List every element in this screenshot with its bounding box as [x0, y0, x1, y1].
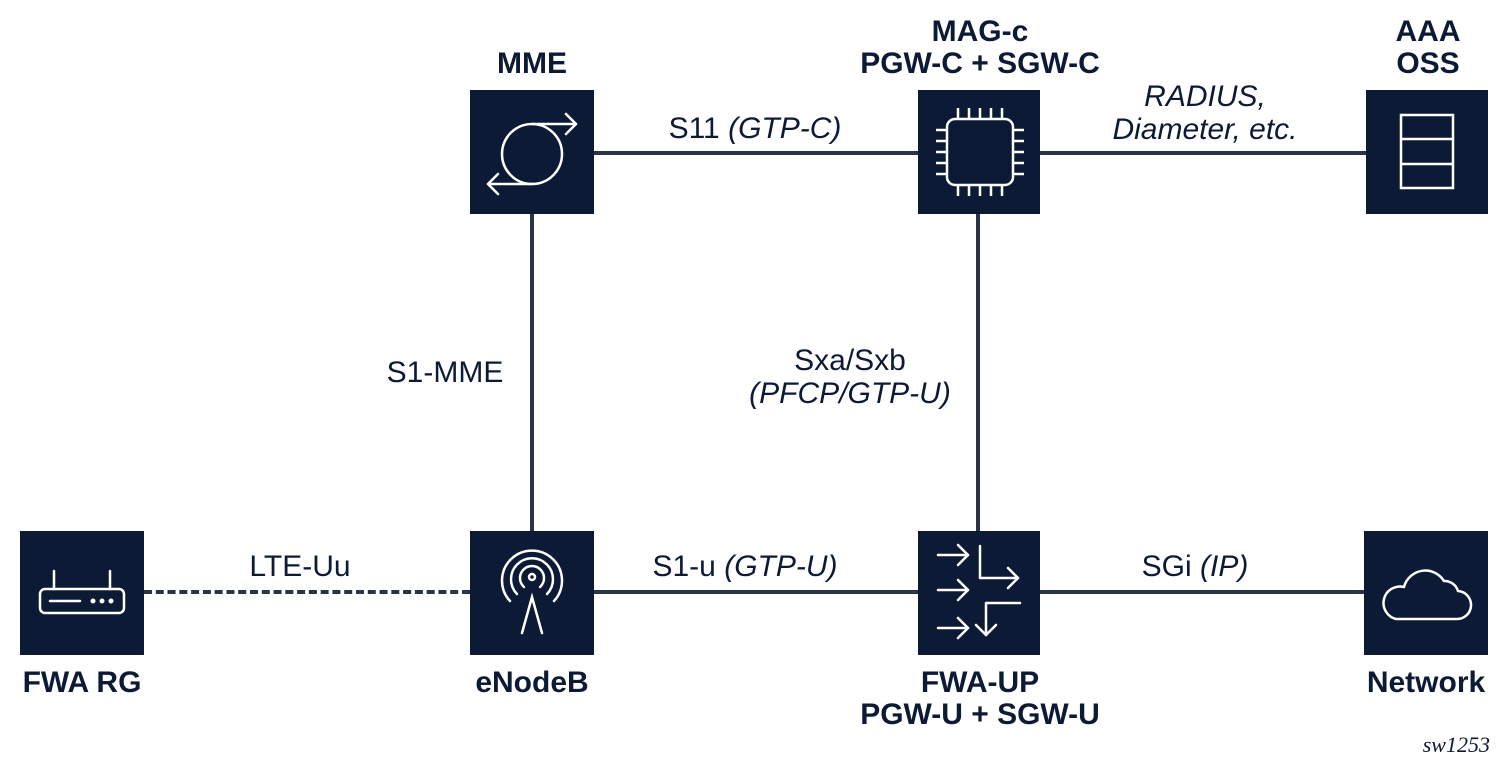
- cycle-arrows-icon: [486, 112, 578, 196]
- lte-uu-label: LTE-Uu: [249, 550, 351, 583]
- s1-u-name: S1-u: [652, 550, 716, 583]
- link-radius-diameter: [1040, 151, 1366, 155]
- network-node[interactable]: [1364, 531, 1488, 655]
- magc-node[interactable]: [918, 90, 1040, 214]
- s11-label: S11 (GTP-C): [600, 112, 910, 145]
- chip-icon: [936, 108, 1024, 196]
- aaa-oss-label: AAA OSS: [1395, 15, 1461, 80]
- aaa-oss-node[interactable]: [1366, 90, 1488, 214]
- link-sgi: [1040, 590, 1366, 594]
- cloud-icon: [1382, 569, 1473, 621]
- sgi-label: SGi (IP): [1060, 550, 1330, 583]
- magc-label: MAG-c PGW-C + SGW-C: [860, 15, 1100, 80]
- sxa-sxb-label: Sxa/Sxb (PFCP/GTP-U): [730, 344, 970, 410]
- sxa-sxb-protocol: (PFCP/GTP-U): [749, 377, 951, 410]
- antenna-tower-icon: [500, 549, 564, 635]
- s11-name: S11: [668, 112, 720, 145]
- fwa-up-node[interactable]: [918, 531, 1040, 655]
- radius-diameter-label: RADIUS, Diameter, etc.: [1060, 80, 1350, 146]
- link-s1-u: [594, 590, 920, 594]
- diameter-line: Diameter, etc.: [1112, 113, 1298, 146]
- link-lte-uu: [144, 590, 470, 594]
- mme-label: MME: [497, 47, 567, 80]
- s11-protocol: (GTP-C): [728, 112, 842, 145]
- router-icon: [38, 569, 126, 615]
- sxa-sxb-name: Sxa/Sxb: [794, 344, 906, 377]
- fwa-up-label: FWA-UP PGW-U + SGW-U: [860, 666, 1100, 731]
- link-sxa-sxb: [976, 213, 980, 533]
- enodeb-node[interactable]: [470, 531, 594, 655]
- enodeb-label: eNodeB: [475, 666, 589, 699]
- network-label: Network: [1366, 666, 1486, 699]
- sgi-name: SGi: [1141, 550, 1192, 583]
- s1-u-protocol: (GTP-U): [724, 550, 838, 583]
- traffic-steering-icon: [936, 543, 1022, 640]
- link-s1-mme: [530, 213, 534, 533]
- fwa-rg-node[interactable]: [20, 531, 144, 655]
- fwa-rg-label: FWA RG: [22, 666, 142, 699]
- figure-id: sw1253: [1422, 732, 1490, 757]
- mme-node[interactable]: [470, 90, 594, 214]
- link-s11: [594, 151, 920, 155]
- sgi-protocol: (IP): [1200, 550, 1249, 583]
- radius-line: RADIUS,: [1144, 80, 1266, 113]
- s1-u-label: S1-u (GTP-U): [600, 550, 890, 583]
- s1-mme-label: S1-MME: [386, 356, 504, 389]
- server-stack-icon: [1399, 113, 1455, 190]
